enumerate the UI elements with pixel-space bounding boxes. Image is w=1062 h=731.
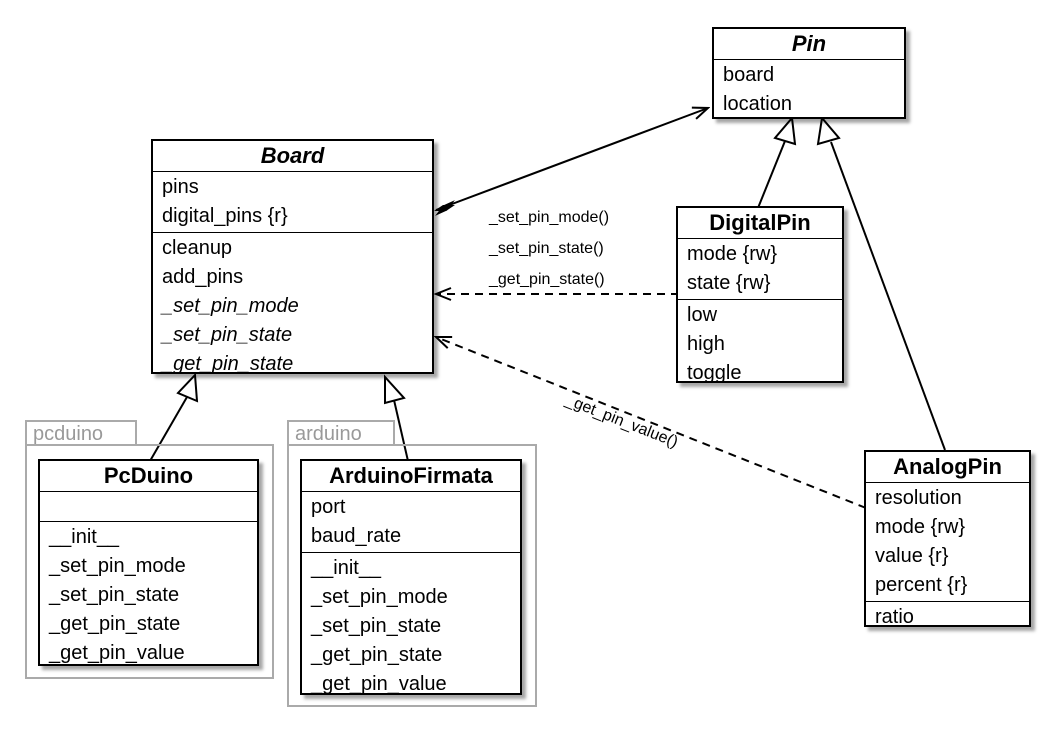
method-get-pin-state: _get_pin_state <box>162 353 294 375</box>
attribute-value: value {r} <box>875 545 949 567</box>
class-analogpin-attributes: resolution mode {rw} value {r} percent {… <box>866 483 1029 602</box>
class-board-attributes: pins digital_pins {r} <box>153 172 432 233</box>
attribute-mode: mode {rw} <box>875 516 966 538</box>
class-name-pcduino: PcDuino <box>40 461 257 492</box>
method-add-pins: add_pins <box>162 266 244 288</box>
inheritance-triangle-arduinofirmata <box>384 374 406 405</box>
attribute-mode: mode {rw} <box>687 243 778 265</box>
package-pcduino <box>25 444 274 679</box>
class-board: Board pins digital_pins {r} cleanup add_… <box>151 139 434 375</box>
class-name-digitalpin: DigitalPin <box>678 208 842 239</box>
edge-label-set-pin-state: _set_pin_state() <box>489 240 604 257</box>
method-set-pin-state: _set_pin_state <box>49 584 180 606</box>
inheritance-triangle-pcduino <box>176 372 199 403</box>
class-board-methods: cleanup add_pins _set_pin_mode _set_pin_… <box>153 233 432 380</box>
method-high: high <box>687 333 725 355</box>
class-arduinofirmata-methods: __init__ _set_pin_mode _set_pin_state _g… <box>302 553 520 700</box>
class-analogpin-methods: ratio <box>866 602 1029 633</box>
attribute-state: state {rw} <box>687 272 771 294</box>
class-pin-attributes: board location <box>714 60 904 120</box>
package-arduino <box>287 444 537 707</box>
edge-label-get-pin-state: _get_pin_state() <box>489 271 605 288</box>
package-tab-pcduino: pcduino <box>25 420 137 446</box>
method-toggle: toggle <box>687 362 742 384</box>
inheritance-triangle-analogpin <box>816 115 841 146</box>
composition-board-pin <box>435 108 708 211</box>
edge-label-set-pin-mode: _set_pin_mode() <box>489 209 610 226</box>
class-arduinofirmata: ArduinoFirmata port baud_rate __init__ _… <box>300 459 522 695</box>
class-name-board: Board <box>153 141 432 172</box>
method-get-pin-state: _get_pin_state <box>311 644 443 666</box>
attribute-board: board <box>723 64 775 86</box>
attribute-baud-rate: baud_rate <box>311 525 402 547</box>
class-digitalpin-attributes: mode {rw} state {rw} <box>678 239 842 300</box>
method-set-pin-mode: _set_pin_mode <box>49 555 186 577</box>
attribute-resolution: resolution <box>875 487 962 509</box>
class-name-analogpin: AnalogPin <box>866 452 1029 483</box>
class-digitalpin: DigitalPin mode {rw} state {rw} low high… <box>676 206 844 384</box>
attribute-pins: pins <box>162 176 199 198</box>
generalization-arduinofirmata-board <box>393 399 409 462</box>
dependency-analogpin-board <box>436 337 867 509</box>
generalization-digitalpin-pin <box>757 140 786 209</box>
method-get-pin-value: _get_pin_value <box>49 642 185 664</box>
attribute-port: port <box>311 496 346 518</box>
inheritance-triangle-digitalpin <box>773 115 797 146</box>
composition-diamond-shape <box>435 200 455 216</box>
method-get-pin-value: _get_pin_value <box>311 673 447 695</box>
method-get-pin-state: _get_pin_state <box>49 613 181 635</box>
class-analogpin: AnalogPin resolution mode {rw} value {r}… <box>864 450 1031 628</box>
attribute-digital-pins: digital_pins {r} <box>162 205 288 227</box>
package-tab-arduino: arduino <box>287 420 395 446</box>
method-cleanup: cleanup <box>162 237 233 259</box>
method-set-pin-mode: _set_pin_mode <box>311 586 448 608</box>
method-set-pin-state: _set_pin_state <box>311 615 442 637</box>
class-digitalpin-methods: low high toggle <box>678 300 842 389</box>
method-init: __init__ <box>49 526 120 548</box>
class-pcduino-attributes <box>40 492 257 522</box>
attribute-location: location <box>723 93 792 115</box>
method-set-pin-mode: _set_pin_mode <box>162 295 299 317</box>
method-set-pin-state: _set_pin_state <box>162 324 293 346</box>
attribute-percent: percent {r} <box>875 574 968 596</box>
generalization-pcduino-board <box>149 396 188 462</box>
generalization-analogpin-pin <box>830 141 946 451</box>
method-ratio: ratio <box>875 606 914 628</box>
class-name-pin: Pin <box>714 29 904 60</box>
method-init: __init__ <box>311 557 382 579</box>
class-arduinofirmata-attributes: port baud_rate <box>302 492 520 553</box>
method-low: low <box>687 304 718 326</box>
class-name-arduinofirmata: ArduinoFirmata <box>302 461 520 492</box>
class-pin: Pin board location <box>712 27 906 119</box>
class-pcduino: PcDuino __init__ _set_pin_mode _set_pin_… <box>38 459 259 666</box>
class-pcduino-methods: __init__ _set_pin_mode _set_pin_state _g… <box>40 522 257 669</box>
